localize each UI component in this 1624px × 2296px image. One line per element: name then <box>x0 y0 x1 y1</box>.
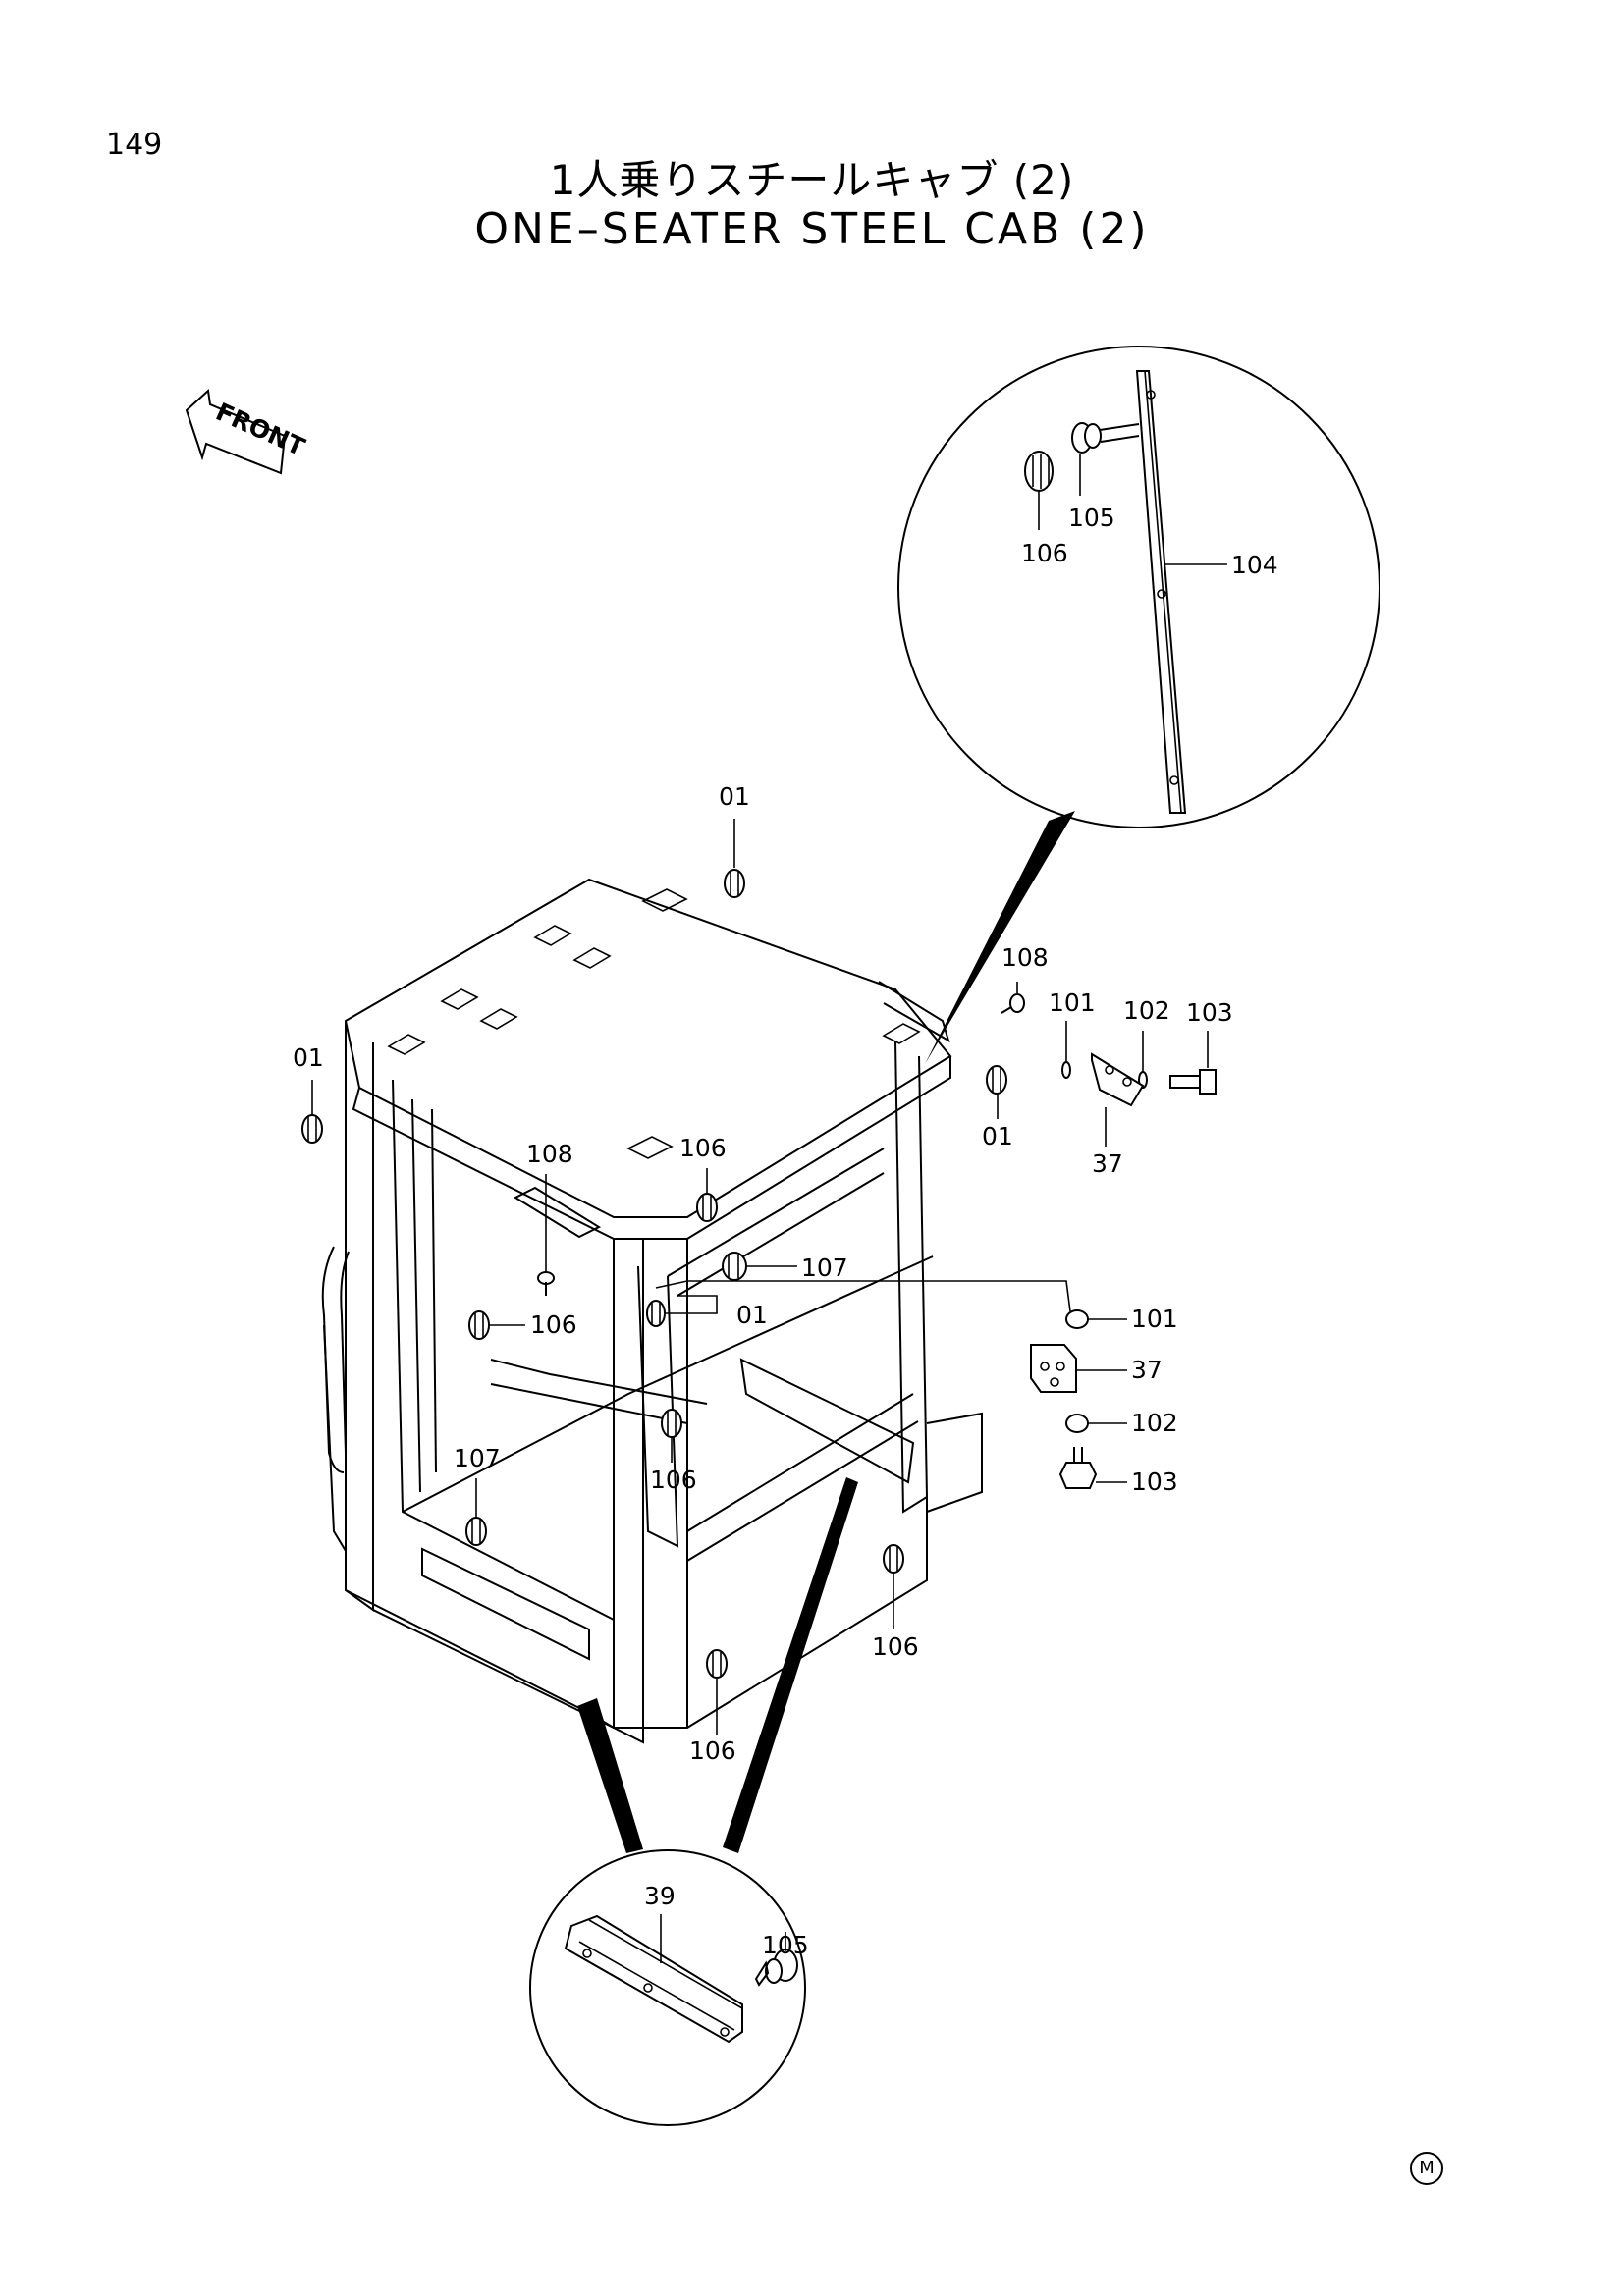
title-english: ONE–SEATER STEEL CAB (2) <box>474 204 1150 254</box>
callout-37-a: 37 <box>1092 1149 1123 1178</box>
callout-106-right: 106 <box>872 1632 919 1661</box>
callout-39-detail: 39 <box>644 1882 676 1910</box>
callout-105-detail: 105 <box>1068 504 1115 532</box>
callout-01-right: 01 <box>982 1122 1013 1150</box>
nut-icon <box>724 869 745 898</box>
main-view-parts <box>301 869 1217 1679</box>
detail-pointer-bottom-left <box>577 1698 643 1853</box>
callout-106-left: 106 <box>530 1310 577 1339</box>
cab-frame <box>321 878 983 1744</box>
callout-103-a: 103 <box>1186 998 1233 1027</box>
callout-106-bottom: 106 <box>689 1736 736 1765</box>
callout-labels: 106 105 104 01 01 01 01 108 108 101 102 … <box>293 504 1278 1959</box>
bracket-icon <box>1091 1052 1145 1107</box>
bracket-icon <box>1030 1344 1077 1393</box>
callout-01-left: 01 <box>293 1043 324 1072</box>
front-arrow-icon: FRONT <box>185 388 309 475</box>
callout-102-b: 102 <box>1131 1409 1178 1437</box>
nut-icon <box>883 1544 904 1574</box>
detail-circle-top <box>897 346 1380 1064</box>
nut-icon <box>468 1310 490 1340</box>
callout-37-b: 37 <box>1131 1356 1163 1384</box>
callout-104-detail: 104 <box>1231 551 1278 579</box>
bolt-icon <box>1001 993 1025 1014</box>
nut-icon <box>661 1409 682 1438</box>
callout-108-center: 108 <box>526 1140 573 1168</box>
bolt-icon <box>1058 1447 1098 1489</box>
washer-icon <box>1061 1061 1071 1079</box>
callout-106-upper: 106 <box>679 1134 727 1162</box>
washer-icon <box>1065 1309 1089 1329</box>
washer-icon <box>1065 1414 1089 1433</box>
bolt-icon <box>1169 1069 1217 1095</box>
nut-icon <box>986 1065 1007 1095</box>
callout-01-center: 01 <box>736 1301 768 1329</box>
callout-108-right: 108 <box>1001 943 1049 972</box>
callout-107-left: 107 <box>454 1444 501 1472</box>
callout-107-upper: 107 <box>801 1254 848 1282</box>
nut-icon <box>646 1300 666 1327</box>
bolt-icon <box>537 1271 555 1296</box>
callout-101-a: 101 <box>1049 988 1096 1017</box>
callout-102-a: 102 <box>1123 996 1170 1025</box>
callout-01-top: 01 <box>719 782 750 811</box>
detail-pointer-top <box>925 811 1075 1064</box>
footer-mark: M <box>1410 2152 1443 2185</box>
callout-106-mid: 106 <box>650 1466 697 1494</box>
nut-icon <box>722 1252 747 1281</box>
callout-103-b: 103 <box>1131 1468 1178 1496</box>
nut-icon <box>696 1193 718 1222</box>
callout-101-b: 101 <box>1131 1305 1178 1333</box>
bolt-icon <box>1071 422 1140 454</box>
nut-icon <box>465 1517 487 1546</box>
detail-circle-bottom <box>529 1477 858 2126</box>
title-japanese: 1人乗りスチールキャブ (2) <box>549 156 1075 204</box>
nut-icon <box>301 1114 323 1144</box>
leader-lines <box>311 819 1209 1735</box>
nut-icon <box>706 1649 728 1679</box>
bolt-icon <box>754 1949 798 1987</box>
nut-icon <box>1024 451 1054 492</box>
callout-105-detail-bottom: 105 <box>762 1931 809 1959</box>
callout-106-detail: 106 <box>1021 539 1068 567</box>
page-number: 149 <box>106 128 163 162</box>
